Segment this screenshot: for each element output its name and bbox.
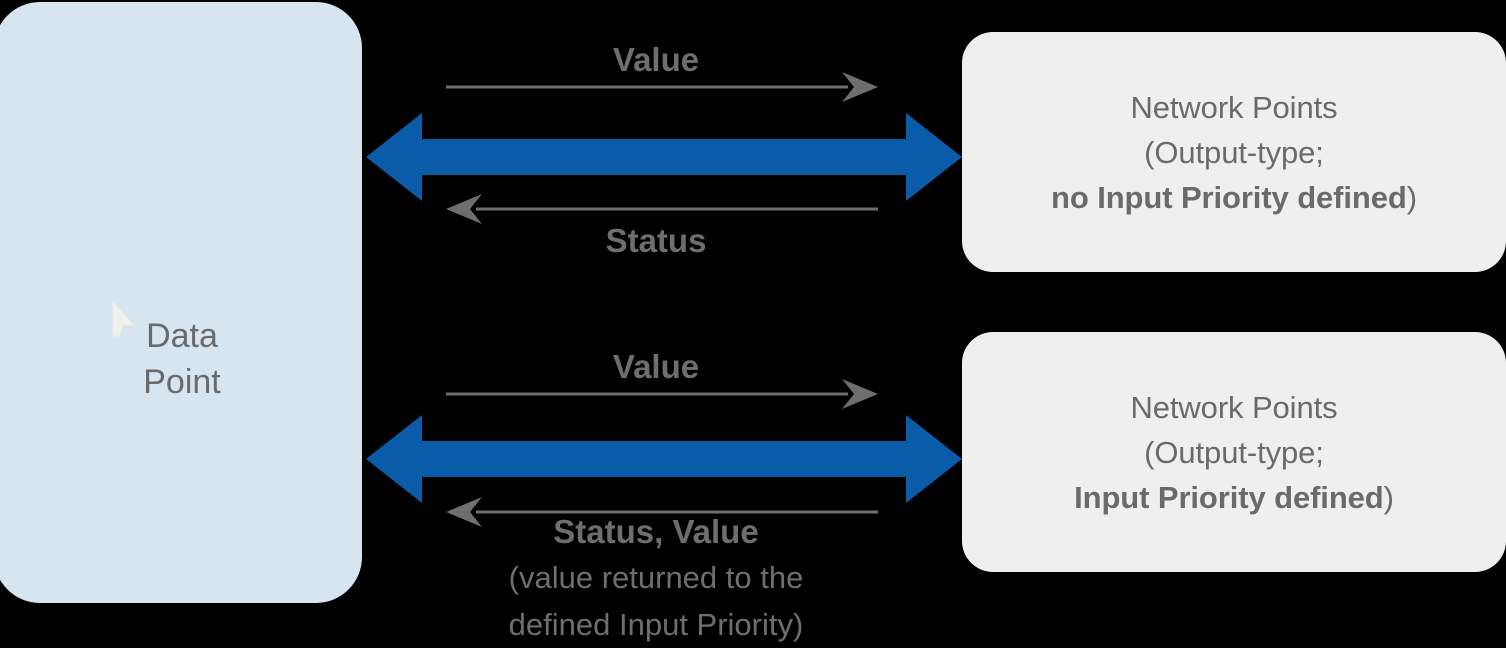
bidirectional-blue-arrow-top — [366, 113, 962, 201]
network-points-no-priority-label: Network Points (Output-type; no Input Pr… — [1051, 85, 1417, 220]
status-reverse-arrow-top — [446, 194, 878, 224]
flow-bottom-reverse-note-line2: defined Input Priority) — [508, 607, 804, 642]
value-forward-arrow-top — [446, 72, 878, 102]
status-value-reverse-arrow-bottom — [446, 497, 878, 527]
np-top-line3-bold: no Input Priority defined — [1051, 179, 1407, 215]
data-point-label-line2: Point — [143, 362, 221, 401]
network-points-box-no-priority: Network Points (Output-type; no Input Pr… — [962, 32, 1506, 272]
np-bot-line3-bold: Input Priority defined — [1074, 479, 1384, 515]
np-top-line2: (Output-type; — [1144, 134, 1324, 170]
flow-group-priority: Value Status, Value (value returned to t… — [0, 300, 1000, 648]
bidirectional-blue-arrow-bottom — [366, 415, 962, 503]
np-top-line1: Network Points — [1130, 89, 1338, 125]
flow-top-reverse-label: Status — [605, 222, 707, 259]
flow-bottom-forward-label: Value — [612, 348, 700, 385]
flow-bottom-reverse-label: Status, Value — [553, 513, 759, 550]
flow-bottom-reverse-label-block: Status, Value (value returned to the def… — [386, 512, 926, 646]
data-point-label: Data Point — [143, 313, 221, 405]
data-point-label-line1: Data — [146, 316, 218, 355]
np-bot-line1: Network Points — [1130, 389, 1338, 425]
mouse-pointer-icon — [112, 301, 134, 337]
np-bot-line2: (Output-type; — [1144, 434, 1324, 470]
np-bot-line3-tail: ) — [1383, 479, 1394, 515]
data-point-box: Data Point — [0, 2, 362, 603]
flow-top-forward-label: Value — [612, 41, 700, 78]
flow-bottom-reverse-note-line1: (value returned to the — [508, 560, 804, 595]
value-forward-arrow-bottom — [446, 379, 878, 409]
network-points-priority-label: Network Points (Output-type; Input Prior… — [1074, 385, 1394, 520]
np-top-line3-tail: ) — [1406, 179, 1417, 215]
network-points-box-priority: Network Points (Output-type; Input Prior… — [962, 332, 1506, 572]
flow-group-no-priority: Value Status — [0, 0, 1000, 300]
